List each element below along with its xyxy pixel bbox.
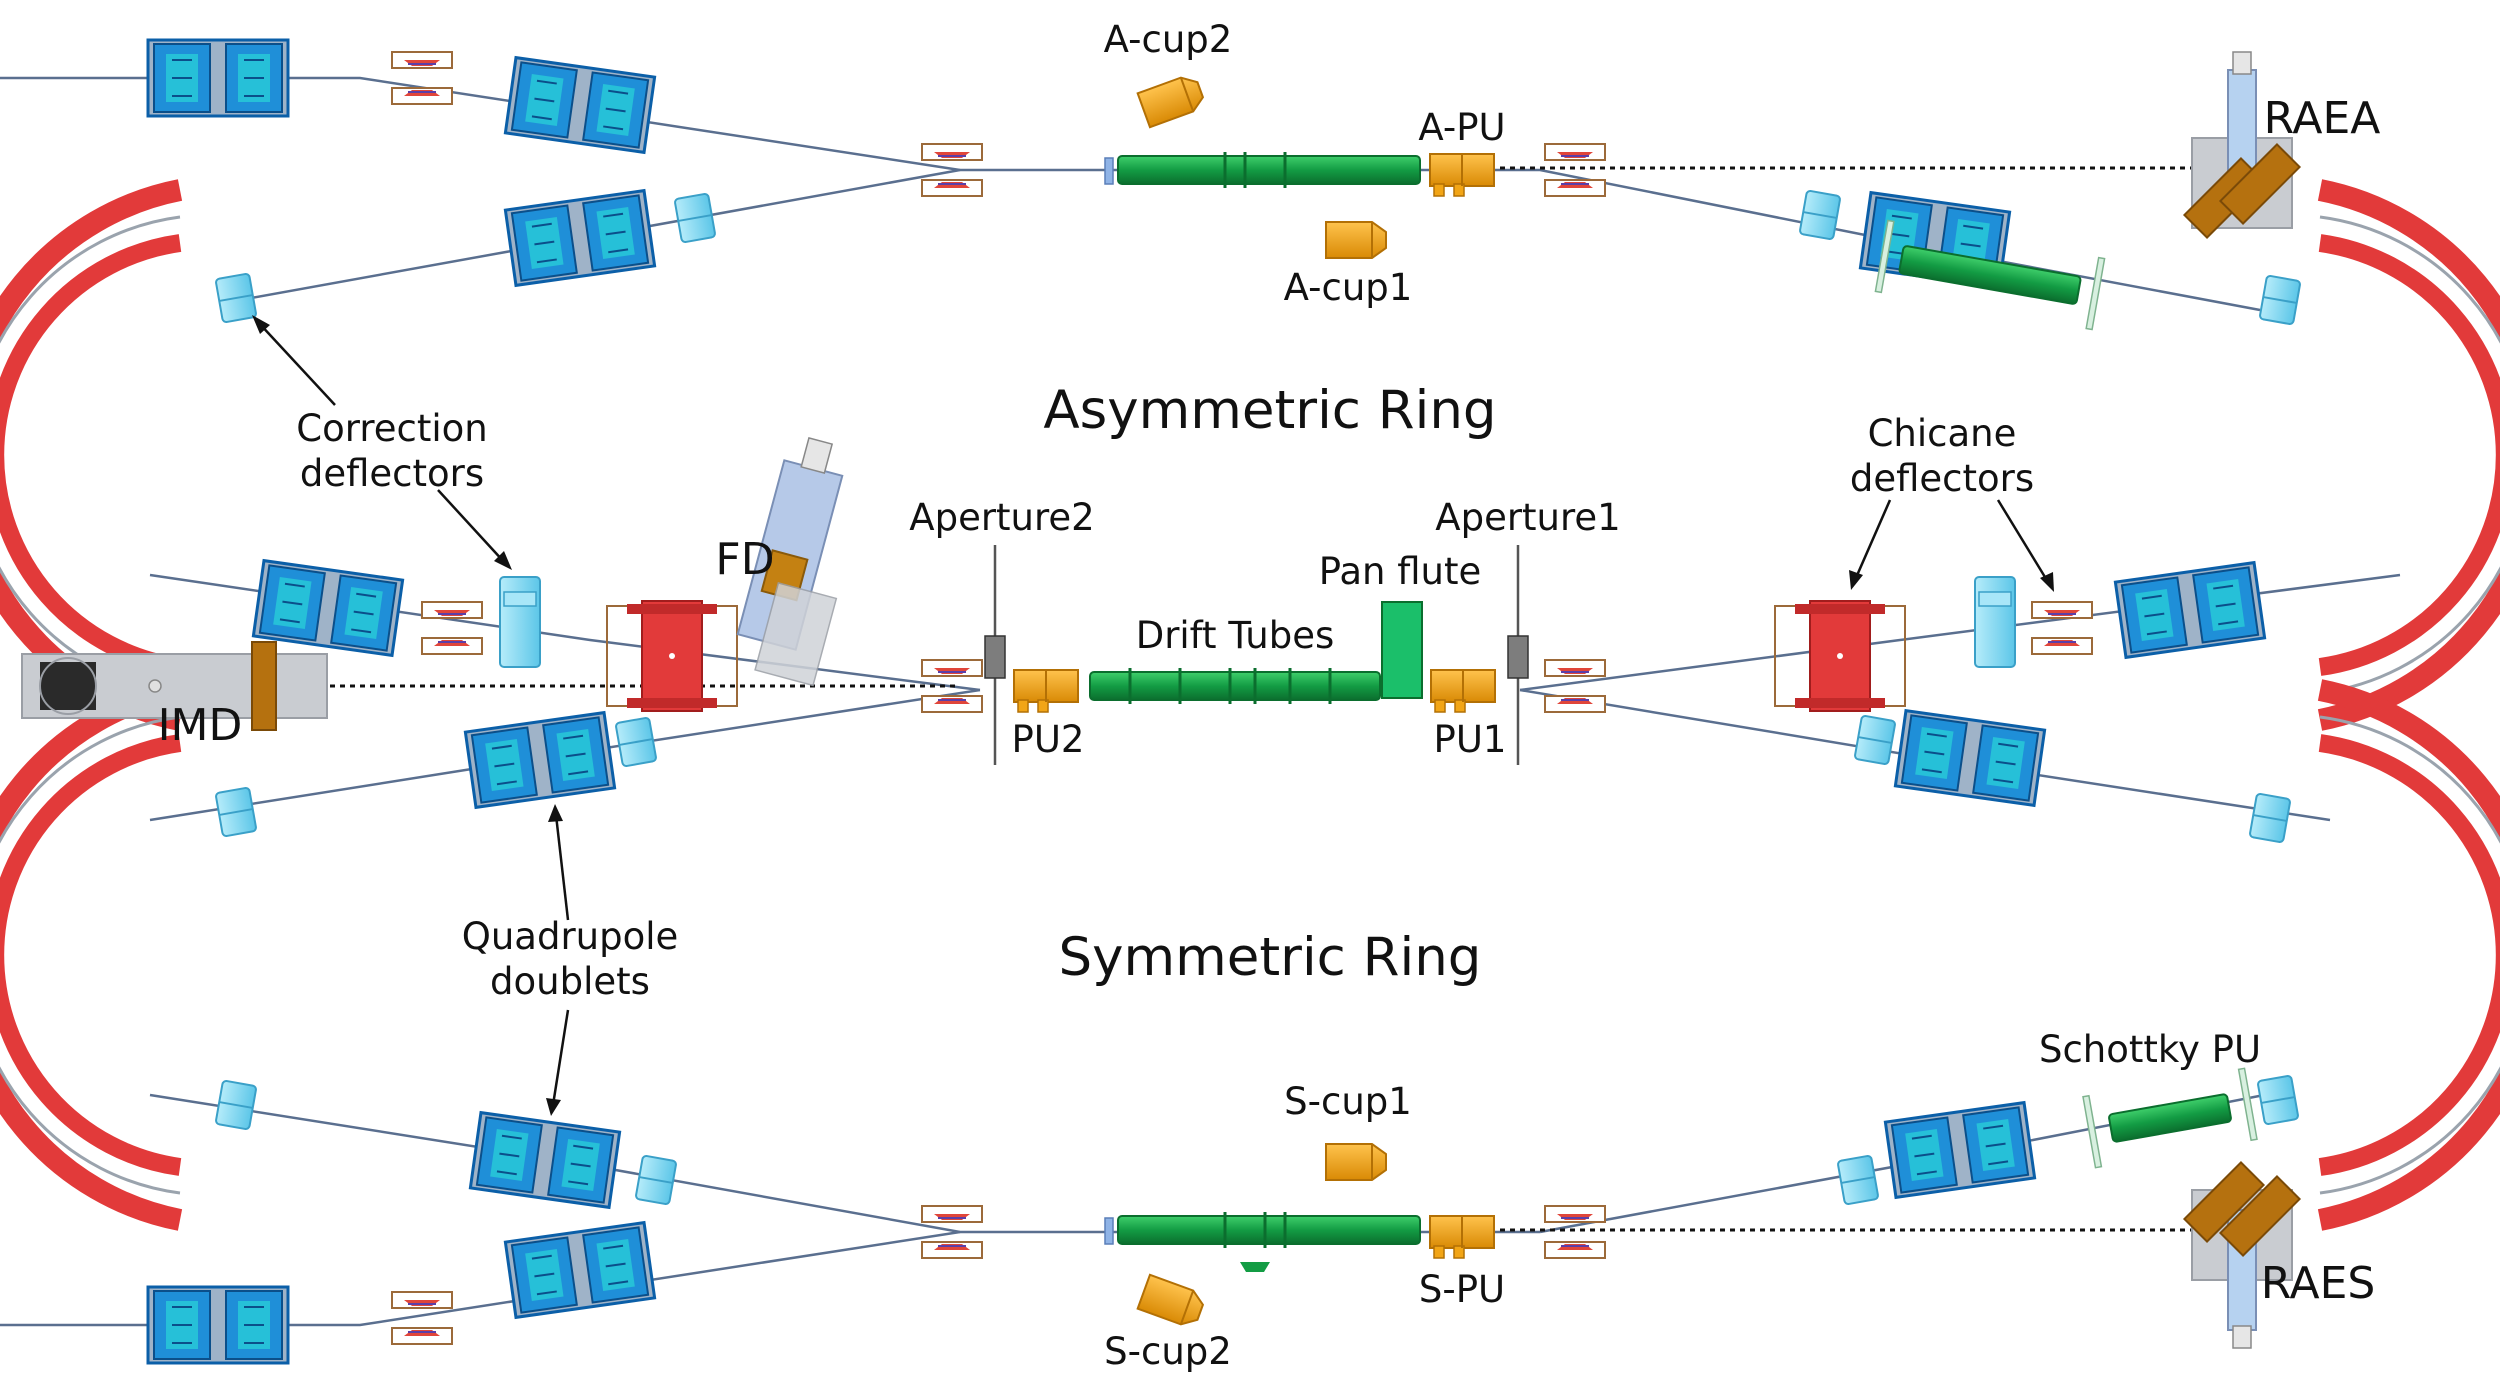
- label-pan-flute: Pan flute: [1319, 550, 1482, 593]
- label-a-cup2: A-cup2: [1104, 18, 1233, 61]
- raea-detector: [2182, 51, 2302, 240]
- steerer: [1836, 1154, 1880, 1206]
- steerer: [614, 716, 658, 768]
- label-chicane-line2: deflectors: [1850, 457, 2034, 500]
- label-s-pu: S-PU: [1419, 1268, 1505, 1311]
- deflector-pair: [421, 601, 483, 655]
- chicane-deflector: [1774, 600, 1906, 712]
- label-quadrupole-line1: Quadrupole: [462, 915, 679, 958]
- quadrupole-doublet: [503, 56, 657, 154]
- symmetric-ring-title: Symmetric Ring: [1059, 927, 1482, 988]
- label-imd: IMD: [158, 700, 243, 751]
- deflector-pair: [391, 51, 453, 105]
- steerer: [2256, 1074, 2300, 1126]
- schottky-pu: [2082, 1067, 2258, 1169]
- fd-detector: [736, 436, 844, 687]
- aperture1: [1507, 545, 1529, 765]
- label-s-cup2: S-cup2: [1104, 1330, 1232, 1373]
- quadrupole-doublet: [468, 1111, 622, 1209]
- quadrupole-doublet: [146, 38, 290, 118]
- a-cup2: [1136, 71, 1208, 129]
- label-a-cup1: A-cup1: [1284, 266, 1413, 309]
- steerer: [1853, 714, 1897, 766]
- bender-sym-right: [2320, 690, 2500, 1220]
- label-correction-line1: Correction: [296, 407, 487, 450]
- label-raes: RAES: [2261, 1258, 2376, 1309]
- label-quadrupole-line2: doublets: [490, 960, 650, 1003]
- drift-tubes-asym: [1104, 152, 1421, 188]
- steerer: [2258, 274, 2302, 326]
- chicane-deflector-cyan: [1974, 576, 2016, 668]
- steerer: [2248, 792, 2292, 844]
- drift-tubes-sym: [1104, 1212, 1421, 1272]
- label-a-pu: A-PU: [1418, 106, 1505, 149]
- quadrupole-doublet: [1883, 1101, 2037, 1199]
- s-cup1: [1325, 1143, 1387, 1181]
- injection-beamline-bottom: [0, 1230, 961, 1327]
- label-pu1: PU1: [1434, 718, 1507, 761]
- label-raea: RAEA: [2264, 93, 2381, 144]
- label-correction-line2: deflectors: [300, 452, 484, 495]
- bender-asym-right: [2320, 190, 2500, 720]
- label-s-cup1: S-cup1: [1284, 1080, 1412, 1123]
- steerer: [1798, 189, 1842, 241]
- bender-sym-left: [0, 690, 180, 1220]
- s-cup2: [1136, 1273, 1208, 1331]
- quadrupole-doublet: [463, 711, 617, 809]
- imd-detector: [21, 641, 328, 731]
- drift-tubes-main: [1089, 668, 1381, 704]
- quadrupole-doublet: [146, 1285, 290, 1365]
- aperture2: [984, 545, 1006, 765]
- steerer: [214, 272, 258, 324]
- asym-ring-lower-right-beamline: [1519, 573, 2401, 692]
- pan-flute: [1381, 601, 1423, 699]
- injection-beamline-top: [0, 76, 961, 172]
- steerer: [214, 1079, 258, 1131]
- steerer: [634, 1154, 678, 1206]
- quadrupole-doublet: [1893, 709, 2047, 807]
- label-pu2: PU2: [1012, 718, 1085, 761]
- quadrupole-doublet: [503, 189, 657, 287]
- correction-deflector: [499, 576, 541, 668]
- steerer: [673, 192, 717, 244]
- pu1: [1430, 669, 1496, 713]
- pu2: [1013, 669, 1079, 713]
- label-aperture1: Aperture1: [1435, 496, 1620, 539]
- label-aperture2: Aperture2: [909, 496, 1094, 539]
- quadrupole-doublet: [503, 1221, 657, 1319]
- quadrupole-doublet: [2113, 561, 2267, 659]
- raes-detector: [2182, 1160, 2302, 1349]
- chicane-deflector: [606, 600, 738, 712]
- label-chicane-line1: Chicane: [1868, 412, 2017, 455]
- annotation-arrows: [252, 315, 2054, 1116]
- deflector-pair: [2031, 601, 2093, 655]
- label-schottky-pu: Schottky PU: [2039, 1028, 2261, 1071]
- asymmetric-ring-title: Asymmetric Ring: [1043, 380, 1496, 441]
- deflector-pair: [1544, 143, 1606, 197]
- s-pu: [1429, 1215, 1495, 1259]
- label-fd: FD: [715, 534, 774, 585]
- bender-asym-left: [0, 190, 180, 720]
- a-cup1: [1325, 221, 1387, 259]
- label-drift-tubes: Drift Tubes: [1136, 614, 1335, 657]
- deflector-pair: [1544, 1205, 1606, 1259]
- green-pickup-asym: [1874, 219, 2106, 331]
- a-pu: [1429, 153, 1495, 197]
- steerer: [214, 786, 258, 838]
